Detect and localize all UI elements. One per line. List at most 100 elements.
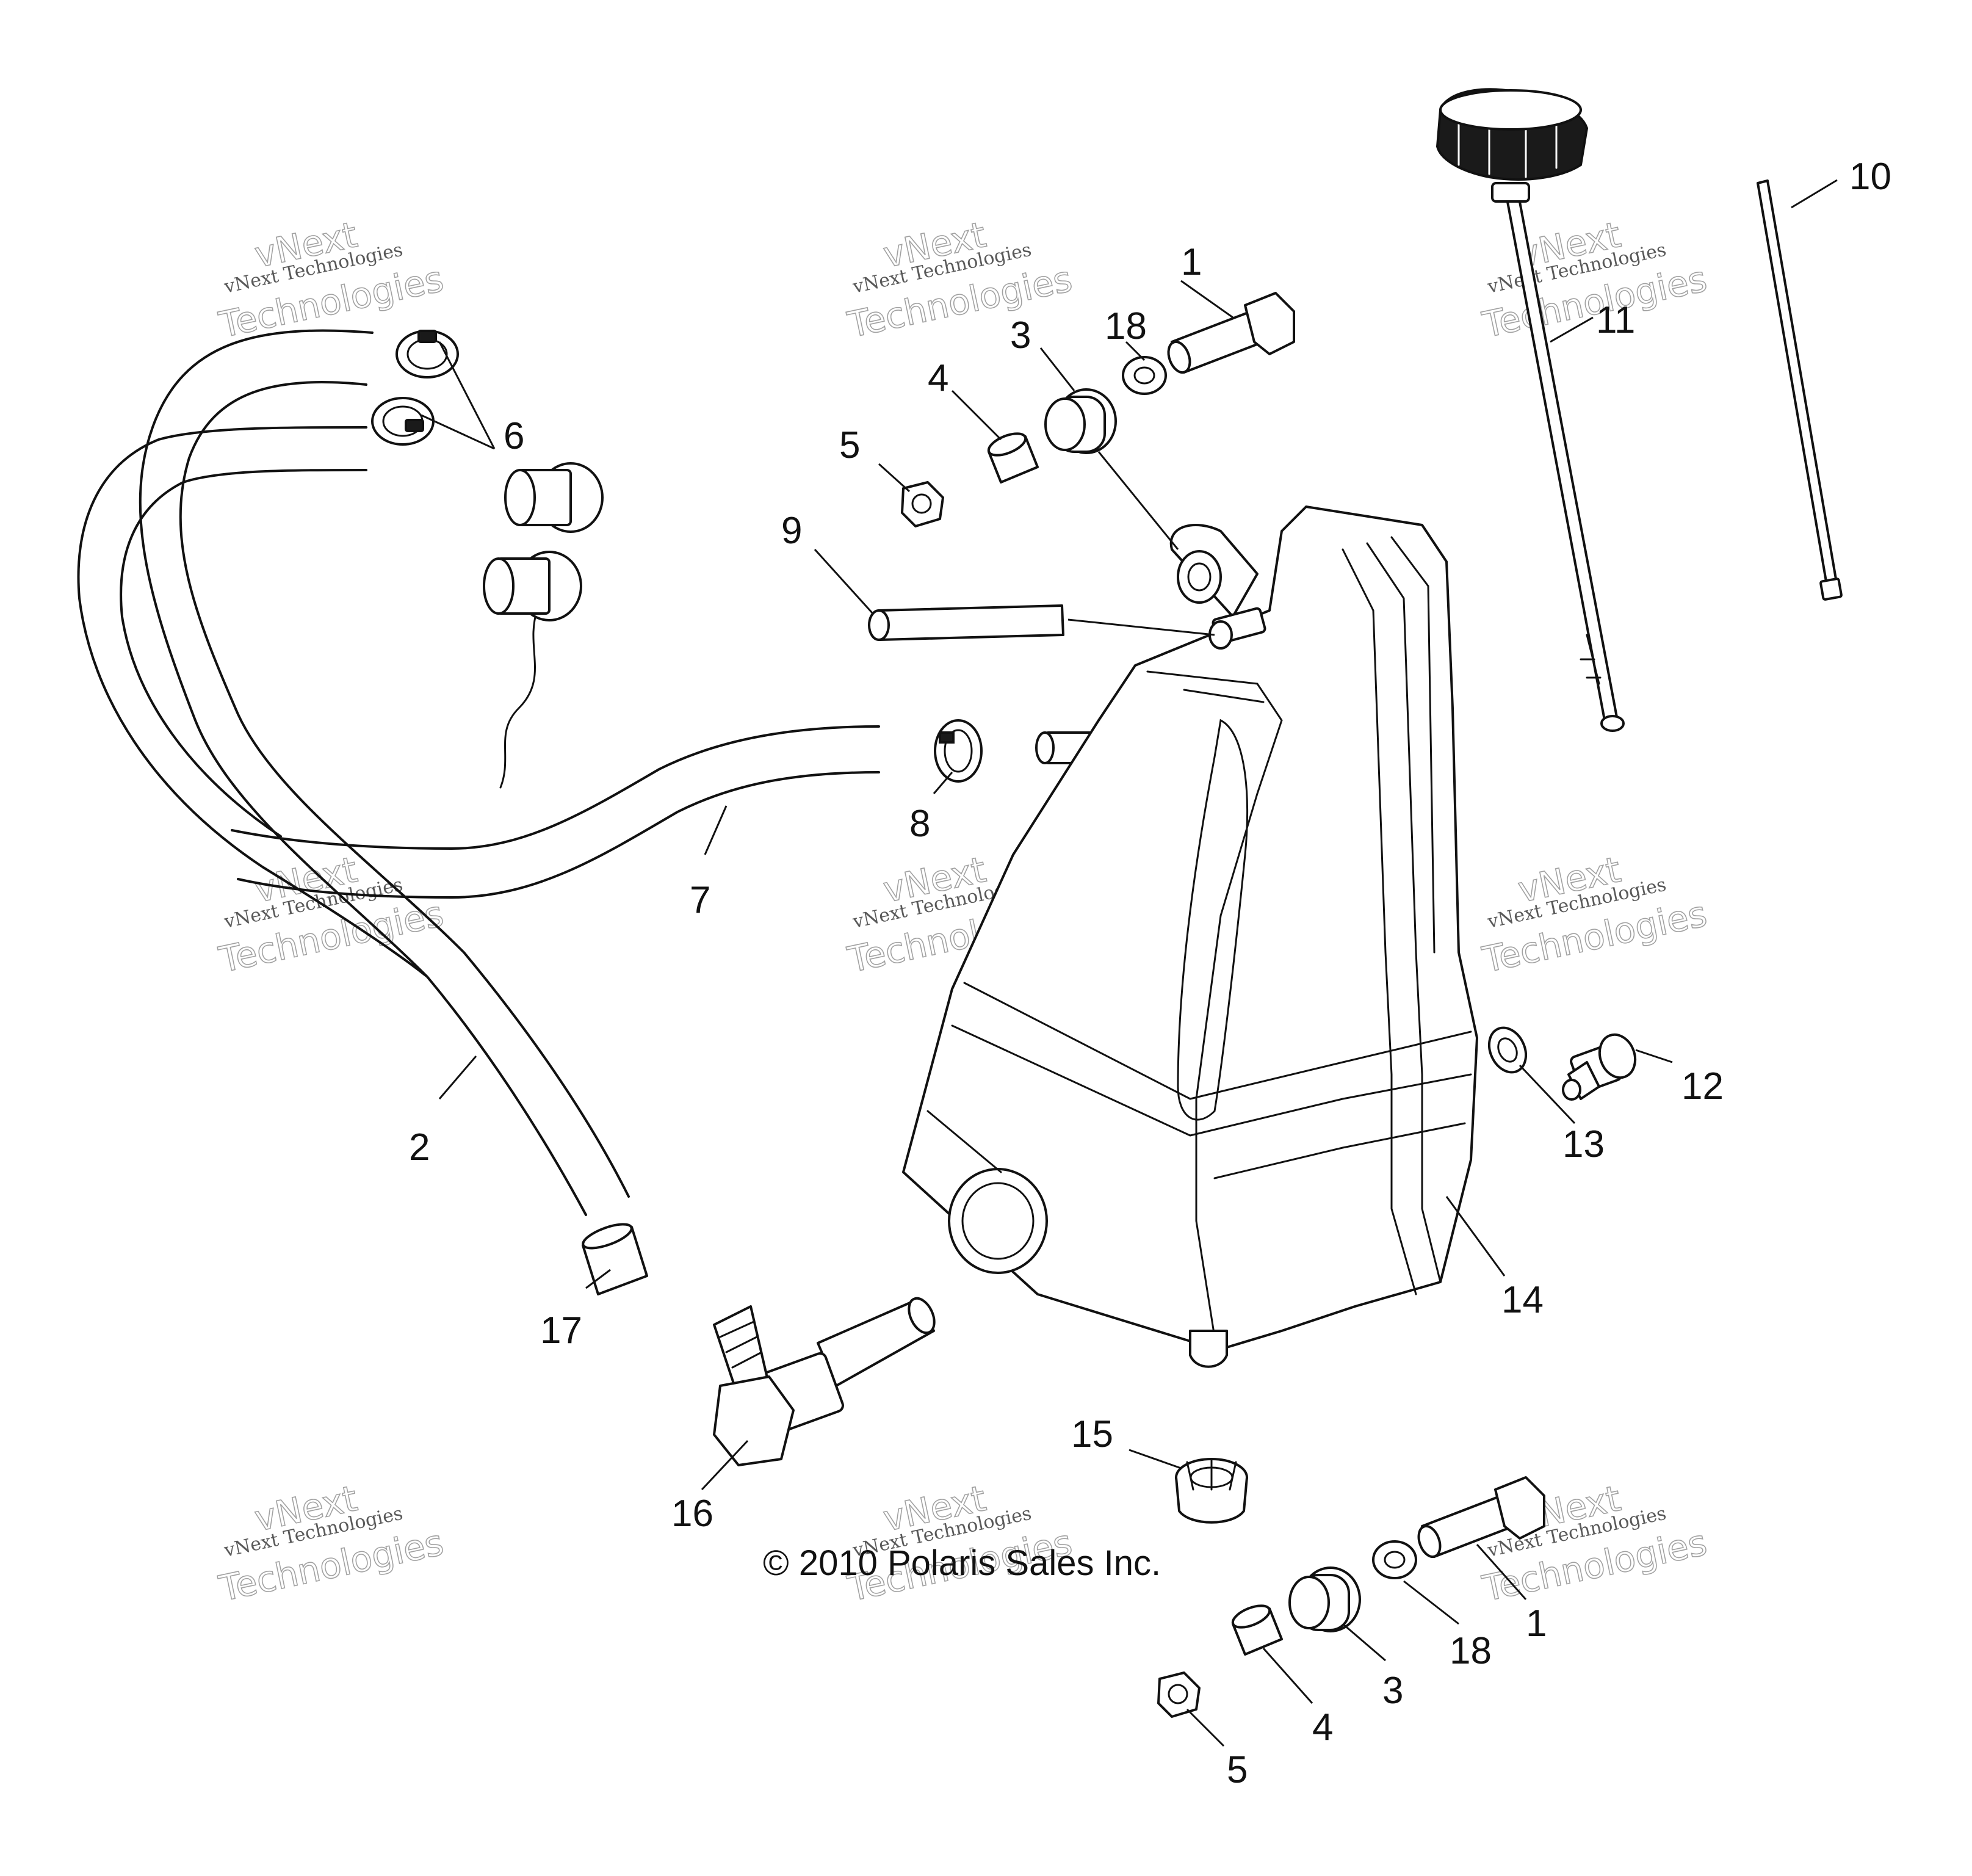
hose-assembly: [77, 329, 1064, 1216]
spacer-4-upper: [987, 432, 1039, 483]
leader-4a: [951, 389, 1002, 441]
leader-9-tank: [1067, 618, 1215, 636]
leader-3a: [1039, 347, 1075, 391]
callout-labels: 1 1 2 3 3 4 4 5 5 6 7 8 9 10 11 12 13 14…: [409, 156, 1891, 1791]
wire: [499, 609, 538, 789]
leader-12: [1635, 1049, 1673, 1063]
leader-16: [701, 1440, 749, 1491]
washer-18-lower: [1372, 1540, 1417, 1579]
hose-9-end: [868, 609, 890, 641]
callout-1-upper: 1: [1181, 241, 1202, 283]
nut-5-upper: [901, 481, 944, 527]
tank-rib-3: [1390, 536, 1436, 954]
leader-9: [814, 548, 874, 615]
callout-16: 16: [671, 1493, 713, 1535]
callout-5-upper: 5: [839, 424, 860, 466]
dipstick-marks: [1580, 634, 1602, 685]
leader-1b: [1476, 1544, 1527, 1600]
leader-6b: [421, 414, 495, 450]
tank-rib-1: [1342, 548, 1417, 1295]
watermark: vNext vNext Technologies Technologies: [843, 213, 1076, 346]
dipstick-collar: [1491, 182, 1530, 203]
leader-11: [1550, 316, 1594, 343]
callout-4-upper: 4: [928, 357, 948, 399]
callout-1-lower: 1: [1526, 1603, 1547, 1645]
tank-front-edge: [1146, 670, 1283, 1338]
tank-sight-window: [926, 1110, 1048, 1274]
bushing-3-lower: [1288, 1566, 1361, 1632]
clamp-8: [934, 719, 983, 783]
leader-1a: [1180, 280, 1233, 319]
callout-18-lower: 18: [1450, 1630, 1492, 1672]
watermark: vNext vNext Technologies Technologies: [215, 1477, 447, 1610]
dipstick-11: [1436, 88, 1625, 732]
watermark: vNext vNext Technologies Technologies: [1478, 1477, 1711, 1610]
leader-14: [1445, 1196, 1506, 1277]
hose-2-inner: [179, 381, 630, 1198]
callout-13: 13: [1562, 1123, 1605, 1165]
callout-9: 9: [781, 510, 802, 552]
clamp-6-upper: [395, 330, 459, 378]
watermark: vNext vNext Technologies Technologies: [843, 1477, 1076, 1610]
fitting-upper: [504, 462, 604, 533]
spacer-4-lower: [1231, 1604, 1283, 1656]
tank-band-upper: [963, 982, 1472, 1100]
watermark: vNext vNext Technologies Technologies: [215, 213, 447, 346]
callout-8: 8: [909, 803, 930, 845]
tank-band-mid: [951, 1024, 1472, 1137]
tank-band-lower: [1213, 1122, 1466, 1179]
bolt-1-lower: [1417, 1476, 1545, 1559]
callout-11: 11: [1596, 299, 1635, 341]
leader-4b: [1262, 1648, 1313, 1704]
leader-2: [438, 1056, 477, 1099]
washer-18-upper: [1122, 356, 1167, 395]
elbow-fitting-16: [713, 1297, 936, 1466]
nut-5-lower: [1157, 1671, 1201, 1718]
callout-2: 2: [409, 1126, 430, 1168]
callout-4-lower: 4: [1312, 1706, 1333, 1748]
tank-bottom-outlet: [1189, 1330, 1228, 1368]
copyright-notice: © 2010 Polaris Sales Inc.: [763, 1543, 1161, 1583]
dipstick-tip: [1600, 715, 1625, 732]
callout-7: 7: [690, 879, 710, 921]
tank-front-oval: [1177, 719, 1249, 1121]
hose-2-outer: [139, 329, 587, 1216]
callout-5-lower: 5: [1227, 1749, 1248, 1791]
tank-rib-2: [1366, 542, 1442, 1283]
leader-5a: [878, 463, 911, 493]
leader-6a: [438, 341, 496, 449]
watermark: vNext vNext Technologies Technologies: [1478, 848, 1711, 981]
callout-10: 10: [1849, 156, 1891, 198]
watermark: vNext vNext Technologies Technologies: [1478, 213, 1711, 346]
hose-7-top: [231, 725, 880, 850]
callout-3-upper: 3: [1010, 314, 1031, 357]
callout-6: 6: [504, 415, 524, 457]
hose-7-bottom: [237, 771, 880, 899]
leader-10: [1791, 179, 1838, 209]
leader-18a: [1125, 341, 1146, 361]
callout-12: 12: [1681, 1065, 1724, 1107]
cable-tie-10: [1757, 179, 1843, 601]
callout-15: 15: [1071, 1413, 1113, 1455]
leader-8: [933, 772, 953, 794]
callout-18-upper: 18: [1105, 305, 1147, 347]
callout-17: 17: [540, 1309, 582, 1352]
hose-upper-loop-inner: [120, 469, 367, 838]
sleeve-17: [582, 1223, 648, 1295]
grommet-15: [1175, 1458, 1248, 1524]
hose-upper-loop: [77, 426, 428, 978]
tank-front-edge-2: [1183, 689, 1265, 703]
leader-3b: [1342, 1623, 1386, 1662]
washer-13: [1487, 1026, 1528, 1074]
clamp-6-lower: [371, 397, 435, 446]
leader-5b: [1186, 1708, 1225, 1747]
elbow-hex: [713, 1375, 795, 1466]
leader-3a-tank: [1097, 451, 1179, 550]
callout-14: 14: [1501, 1279, 1544, 1321]
oil-tank-14: [902, 505, 1478, 1368]
leader-lines: [421, 179, 1838, 1747]
bushing-3-upper: [1044, 388, 1117, 454]
dipstick-cap-top: [1439, 89, 1582, 131]
bolt-1-upper: [1167, 292, 1295, 374]
